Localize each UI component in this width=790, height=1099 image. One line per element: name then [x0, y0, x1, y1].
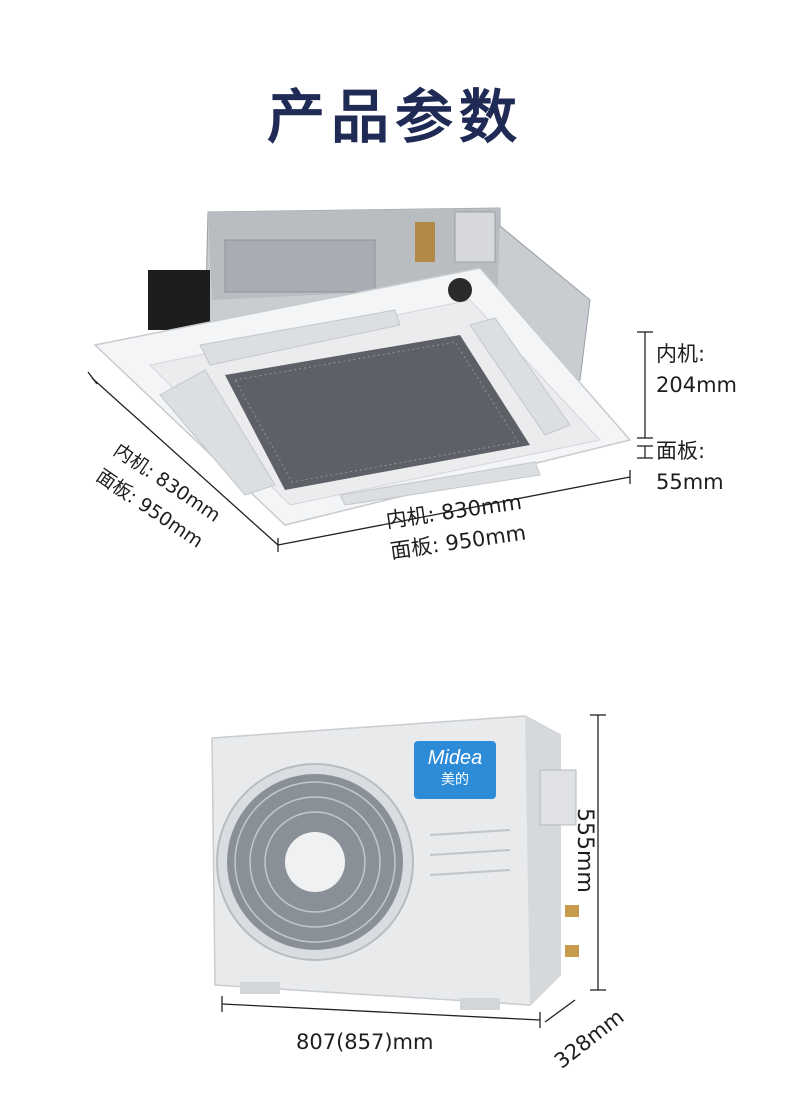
brand-name-cn: 美的	[441, 772, 469, 788]
panel-height-caption: 面板:	[656, 439, 706, 463]
panel-height-value: 55mm	[656, 470, 724, 494]
indoor-dimension-lines	[87, 331, 653, 552]
display-window	[448, 278, 472, 302]
electrical-box	[148, 270, 210, 330]
outdoor-unit-illustration	[211, 715, 579, 1010]
outdoor-height-label: 555mm	[572, 808, 597, 893]
outdoor-width-label: 807(857)mm	[296, 1030, 434, 1054]
page-title: 产品参数	[266, 83, 523, 151]
indoor-height-caption: 内机:	[656, 342, 706, 366]
brand-name: Midea	[427, 747, 483, 769]
midea-logo: Midea 美的	[414, 741, 496, 799]
outdoor-dimension-lines	[221, 714, 606, 1028]
panel-height-label: 面板: 55mm	[656, 436, 724, 498]
indoor-height-value: 204mm	[656, 373, 737, 397]
indoor-height-label: 内机: 204mm	[656, 339, 737, 401]
intake-grille	[225, 335, 530, 490]
